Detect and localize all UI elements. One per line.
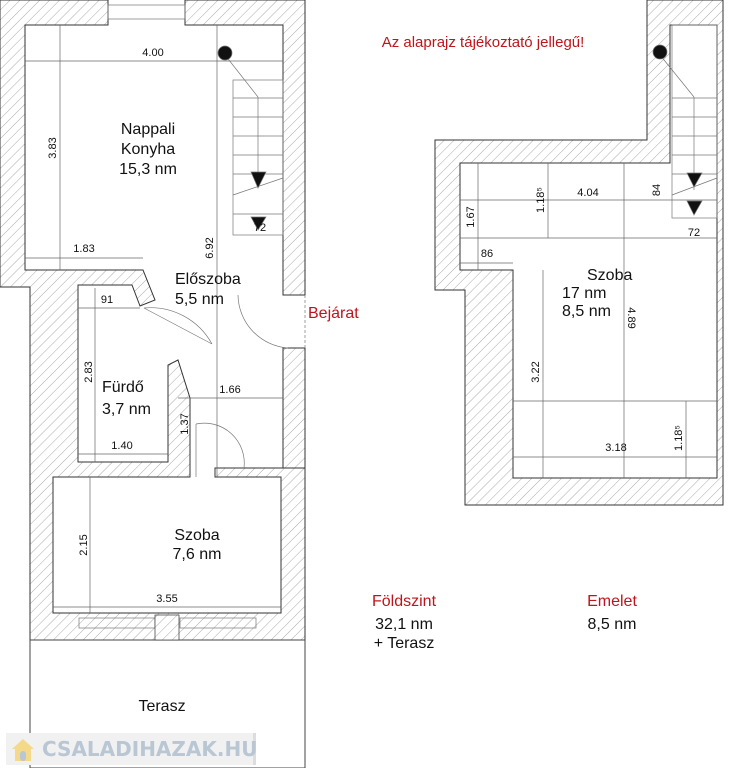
room-area: 5,5 nm — [175, 291, 224, 308]
dimension-label: 1.37 — [179, 413, 191, 434]
dimension-label: 2.15 — [78, 534, 90, 555]
room-name: Szoba — [174, 527, 219, 544]
dimension-label: 3.22 — [530, 361, 542, 382]
dimension-label: 2.83 — [83, 361, 95, 382]
ground-floor-title: Földszint — [372, 593, 437, 610]
dimension-label: 1.40 — [111, 440, 132, 452]
dimension-label: 1.83 — [73, 243, 94, 255]
dimension-label: 4.89 — [625, 307, 637, 328]
house-icon — [10, 736, 36, 762]
dimension-label: 1.67 — [465, 206, 477, 227]
dimension-label: 4.04 — [577, 187, 598, 199]
room-name: Fürdő — [102, 379, 144, 396]
room-area: 15,3 nm — [119, 161, 177, 178]
dimension-label: 1.18⁵ — [673, 425, 685, 451]
upper-floor-area: 8,5 nm — [588, 616, 637, 633]
room-area: 7,6 nm — [173, 546, 222, 563]
dimension-label: 1.18⁵ — [535, 187, 547, 213]
dimension-label: 84 — [651, 184, 663, 196]
entrance-label: Bejárat — [308, 305, 359, 322]
room-name: Konyha — [121, 141, 175, 158]
stairs-upper — [652, 24, 718, 219]
watermark-logo: CSALADIHAZAK.HU — [6, 733, 258, 765]
dimension-label: 6.92 — [204, 237, 216, 258]
ground-floor-area: 32,1 nm — [375, 616, 433, 633]
doors — [143, 294, 306, 477]
room-name: Terasz — [138, 698, 185, 715]
dimension-label: 72 — [688, 227, 700, 239]
watermark-text: CSALADIHAZAK.HU — [42, 737, 258, 761]
dimension-label: 91 — [101, 294, 113, 306]
ground-floor-extra: + Terasz — [374, 635, 435, 652]
room-area: 8,5 nm — [562, 303, 611, 320]
room-name: Nappali — [121, 121, 175, 138]
upper-floor-title: Emelet — [587, 593, 637, 610]
ground-outer-wall — [0, 0, 306, 641]
dimension-lines-upper — [460, 163, 717, 478]
dimension-label: 1.66 — [219, 384, 240, 396]
dimension-label: 4.00 — [142, 47, 163, 59]
windows — [78, 4, 257, 641]
dimension-label: 3.83 — [47, 137, 59, 158]
dimension-label: 72 — [254, 222, 266, 234]
room-name: Előszoba — [175, 271, 241, 288]
dimension-label: 86 — [481, 248, 493, 260]
room-name: Szoba — [587, 267, 632, 284]
disclaimer-notice: Az alaprajz tájékoztató jellegű! — [382, 34, 585, 51]
dimension-lines-ground — [25, 25, 283, 613]
room-area: 3,7 nm — [102, 401, 151, 418]
room-area: 17 nm — [562, 285, 606, 302]
dimension-label: 3.18 — [605, 442, 626, 454]
dimension-label: 3.55 — [156, 593, 177, 605]
stairs-ground — [217, 45, 284, 236]
